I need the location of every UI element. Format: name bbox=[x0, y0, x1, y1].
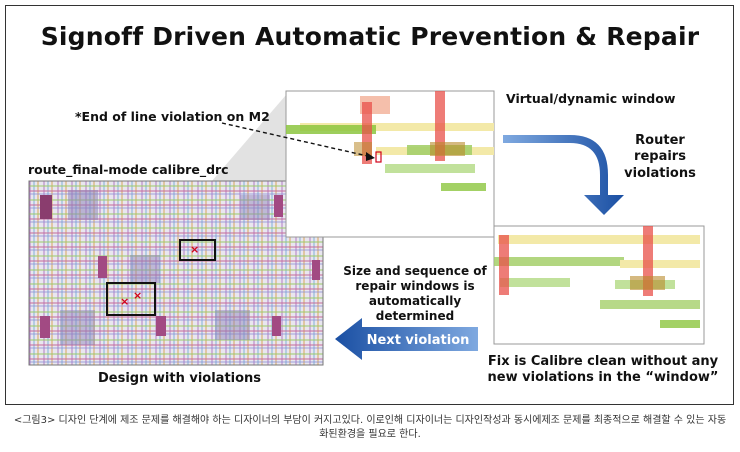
route-command-label: route_final-mode calibre_drc bbox=[28, 162, 229, 177]
repaired-window bbox=[493, 225, 705, 345]
next-violation-arrow bbox=[335, 318, 478, 360]
svg-text:×: × bbox=[120, 295, 129, 308]
design-layout: × × × bbox=[28, 180, 324, 366]
virtual-window bbox=[285, 90, 495, 238]
router-repairs-arrow bbox=[503, 135, 624, 215]
repair-window-box-1 bbox=[179, 239, 216, 261]
svg-text:×: × bbox=[190, 243, 199, 256]
design-with-violations-label: Design with violations bbox=[98, 371, 262, 386]
next-violation-label: Next violation bbox=[366, 333, 470, 348]
page-title: Signoff Driven Automatic Prevention & Re… bbox=[40, 22, 700, 51]
router-repairs-label: Router repairs violations bbox=[624, 133, 696, 181]
size-sequence-label: Size and sequence of repair windows is a… bbox=[343, 264, 487, 323]
eol-pointer-arrow bbox=[221, 122, 373, 158]
eol-violation-label: *End of line violation on M2 bbox=[75, 109, 270, 124]
repair-window-box-2 bbox=[106, 282, 156, 316]
fix-clean-label: Fix is Calibre clean without any new vio… bbox=[487, 354, 719, 386]
virtual-window-label: Virtual/dynamic window bbox=[506, 91, 676, 106]
figure-caption: <그림3> 디자인 단계에 제조 문제를 해결해야 하는 디자이너의 부담이 커… bbox=[13, 415, 727, 440]
svg-text:×: × bbox=[133, 289, 142, 302]
